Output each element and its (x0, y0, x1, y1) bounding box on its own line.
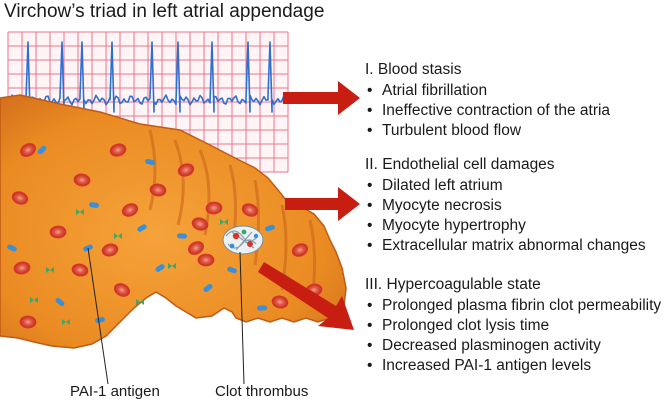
list-item-label: Myocyte hypertrophy (382, 217, 526, 234)
list-item-label: Turbulent blood flow (382, 122, 522, 139)
pai1-antigen-marker (177, 233, 187, 239)
red-blood-cells (11, 143, 323, 329)
pai1-antigen-marker (95, 316, 105, 324)
platelet (220, 219, 228, 225)
platelet (46, 267, 54, 273)
figure-title: Virchow’s triad in left atrial appendage (4, 1, 325, 22)
bullet: • (367, 102, 373, 119)
list-item: • Myocyte necrosis (365, 196, 646, 216)
platelet (62, 319, 70, 325)
red-blood-cell (188, 241, 204, 255)
red-blood-cell (13, 261, 31, 275)
section-hypercoagulable: III. Hypercoagulable state • Prolonged pl… (365, 275, 661, 376)
pai1-antigen-marker (203, 283, 213, 293)
list-item-label: Prolonged clot lysis time (382, 317, 550, 334)
list-item-label: Extracellular matrix abnormal changes (382, 237, 646, 254)
section-list: • Prolonged plasma fibrin clot permeabili… (365, 296, 661, 376)
red-blood-cell (191, 217, 209, 231)
red-blood-cell (205, 201, 223, 215)
pai1-antigen-marker (155, 264, 165, 272)
red-blood-cell (19, 315, 37, 329)
red-blood-cell (121, 203, 139, 217)
red-blood-cell (177, 163, 195, 177)
list-item: • Dilated left atrium (365, 176, 646, 196)
pai1-antigen-marker (7, 244, 17, 252)
bullet: • (367, 337, 373, 354)
section-blood-stasis: I. Blood stasis • Atrial fibrillation • In… (365, 60, 610, 141)
list-item: • Increased PAI-1 antigen levels (365, 356, 661, 376)
clot-thrombus (222, 225, 264, 255)
bullet: • (367, 297, 373, 314)
list-item-label: Increased PAI-1 antigen levels (382, 357, 592, 374)
red-blood-cell (11, 191, 29, 205)
bullet: • (367, 217, 373, 234)
bullet: • (367, 237, 373, 254)
red-blood-cell (113, 283, 131, 297)
platelet (136, 299, 144, 305)
pai1-antigen-marker (37, 145, 47, 155)
list-item-label: Myocyte necrosis (382, 197, 502, 214)
pai1-antigen-marker (227, 266, 237, 274)
red-blood-cell (49, 225, 67, 239)
clot-leader-line (239, 251, 245, 385)
section-heading: I. Blood stasis (365, 61, 462, 78)
pai1-leader-line (87, 247, 109, 385)
list-item-label: Dilated left atrium (382, 177, 503, 194)
list-item-label: Prolonged plasma fibrin clot permeabilit… (382, 297, 662, 314)
section-heading: II. Endothelial cell damages (365, 156, 555, 173)
list-item: • Prolonged clot lysis time (365, 316, 661, 336)
list-item: • Turbulent blood flow (365, 121, 610, 141)
pai1-antigen-marker (145, 158, 155, 166)
list-item: • Prolonged plasma fibrin clot permeabili… (365, 296, 661, 316)
red-blood-cell (101, 243, 119, 257)
pai1-antigen-marker (89, 202, 99, 208)
arrow-blood-stasis (283, 81, 360, 115)
red-blood-cell (291, 243, 309, 257)
red-blood-cell (20, 143, 36, 157)
callout-pai1-antigen: PAI-1 antigen (70, 383, 160, 400)
list-item: • Ineffective contraction of the atria (365, 101, 610, 121)
red-blood-cell (197, 253, 215, 267)
red-blood-cell (241, 203, 259, 217)
red-blood-cell (149, 183, 167, 197)
red-blood-cell (109, 143, 127, 157)
platelets (30, 209, 228, 325)
platelet (114, 233, 122, 239)
bullet: • (367, 122, 373, 139)
list-item-label: Decreased plasminogen activity (382, 337, 601, 354)
section-heading: III. Hypercoagulable state (365, 276, 541, 293)
pai1-antigen-marker (55, 297, 65, 307)
arrow-hypercoagulable (258, 262, 354, 330)
red-blood-cell (271, 295, 289, 309)
bullet: • (367, 82, 373, 99)
pai1-antigen-marker (257, 305, 267, 311)
list-item: • Decreased plasminogen activity (365, 336, 661, 356)
section-list: • Dilated left atrium • Myocyte necrosis •… (365, 176, 646, 256)
list-item-label: Ineffective contraction of the atria (382, 102, 611, 119)
bullet: • (367, 317, 373, 334)
red-blood-cell (73, 173, 91, 187)
bullet: • (367, 357, 373, 374)
pai1-antigen-marker (265, 224, 275, 232)
platelet (76, 209, 84, 215)
platelet (30, 297, 38, 303)
list-item-label: Atrial fibrillation (382, 82, 488, 99)
pai1-antigen-marker (137, 224, 147, 232)
list-item: • Atrial fibrillation (365, 81, 610, 101)
section-endothelial-damage: II. Endothelial cell damages • Dilated le… (365, 155, 646, 256)
list-item: • Extracellular matrix abnormal changes (365, 236, 646, 256)
list-item: • Myocyte hypertrophy (365, 216, 646, 236)
red-blood-cell (71, 263, 89, 277)
arrow-endothelial-damage (285, 187, 360, 221)
bullet: • (367, 177, 373, 194)
section-list: • Atrial fibrillation • Ineffective contra… (365, 81, 610, 141)
platelet (168, 263, 176, 269)
appendage-tissue (0, 94, 347, 349)
bullet: • (367, 197, 373, 214)
callout-clot-thrombus: Clot thrombus (215, 383, 309, 400)
